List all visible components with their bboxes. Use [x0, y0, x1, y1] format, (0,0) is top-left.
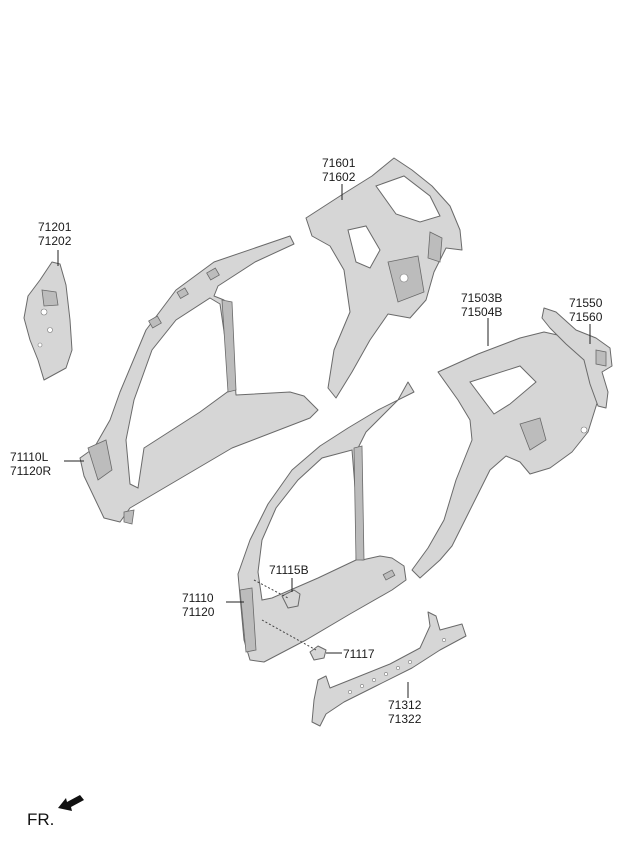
leader-lines [57, 184, 591, 698]
callout-71201: 71201 [38, 220, 72, 234]
part-quarter-outer-panel[interactable] [411, 331, 599, 579]
front-arrow-icon [58, 795, 84, 811]
callout-71115b: 71115B [269, 563, 309, 577]
part-a-pillar-reinforcement[interactable] [23, 261, 73, 381]
callout-71110: 71110 [182, 591, 214, 605]
callout-71120r: 71120R [10, 464, 51, 478]
callout-71120: 71120 [182, 605, 215, 619]
callout-71503b: 71503B [461, 291, 502, 305]
callout-71504b: 71504B [461, 305, 502, 319]
callout-71560: 71560 [569, 310, 603, 324]
callout-71322: 71322 [388, 712, 422, 726]
part-clip-71117[interactable] [309, 645, 327, 661]
callout-71601: 71601 [322, 156, 356, 170]
callout-71110l: 71110L [10, 450, 49, 464]
callout-71202: 71202 [38, 234, 72, 248]
part-side-sill[interactable] [311, 611, 467, 727]
callout-71602: 71602 [322, 170, 356, 184]
callout-71312: 71312 [388, 698, 422, 712]
callout-71550: 71550 [569, 296, 603, 310]
part-side-outer-panel-right[interactable] [237, 381, 415, 663]
callout-71117: 71117 [343, 647, 375, 661]
part-bracket[interactable] [541, 307, 613, 409]
front-indicator: FR. [27, 795, 84, 829]
part-side-outer-panel-left[interactable] [79, 235, 319, 525]
part-quarter-inner-panel[interactable] [305, 157, 463, 399]
front-indicator-label: FR. [27, 810, 54, 829]
